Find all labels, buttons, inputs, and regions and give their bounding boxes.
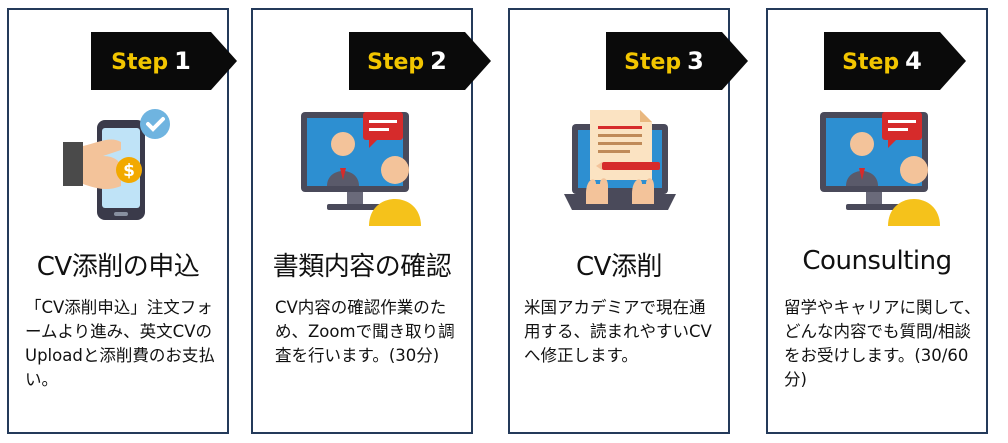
step-description-2: CV内容の確認作業のため、Zoomで聞き取り調査を行います。(30分) [275, 298, 455, 365]
video-call-icon [297, 106, 421, 228]
step-number: 3 [687, 47, 704, 75]
step-number: 4 [905, 47, 922, 75]
step-word: Step [624, 50, 682, 75]
svg-text:$: $ [123, 161, 135, 181]
step-word: Step [842, 50, 900, 75]
step-number: 2 [430, 47, 447, 75]
laptop-document-edit-icon [556, 106, 676, 228]
step-title-2: 書類内容の確認 [272, 252, 452, 282]
video-consulting-icon [816, 106, 940, 228]
step-title-3: CV添削 [576, 252, 662, 282]
step-description-3: 米国アカデミアで現在通用する、読まれやすいCVへ修正します。 [524, 298, 712, 365]
step-word: Step [367, 50, 425, 75]
step-description-1: 「CV添削申込」注文フォームより進み、英文CVのUploadと添削費のお支払い。 [25, 298, 215, 389]
step-number: 1 [174, 47, 191, 75]
phone-payment-icon: $ [59, 106, 179, 228]
step-title-4: Counsulting [802, 246, 952, 276]
step-title-1: CV添削の申込 [36, 252, 200, 282]
step-description-4: 留学やキャリアに関して、どんな内容でも質問/相談をお受けします。(30/60分) [784, 298, 981, 389]
step-word: Step [111, 50, 169, 75]
